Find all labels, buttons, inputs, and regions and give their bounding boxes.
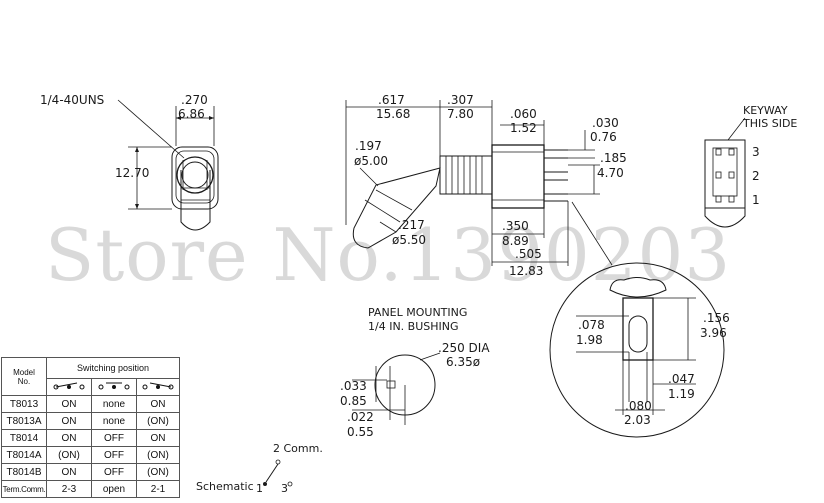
front-view: .270 6.86 1/4-40UNS 12.70 <box>40 93 219 231</box>
side-d4-in: .030 <box>592 116 619 130</box>
detail-a-in: .156 <box>703 311 730 325</box>
switching-table: Model No. Switching position T8013 ON no… <box>1 357 180 498</box>
table-cell: 2-1 <box>136 480 180 498</box>
table-cell: ON <box>136 429 180 447</box>
detail-view: .156 3.96 .078 1.98 .047 1.19 .080 2.03 <box>549 262 730 438</box>
side-d6-mm: ø5.00 <box>354 154 388 168</box>
schematic-label: Schematic <box>196 480 254 493</box>
front-width-mm: 6.86 <box>178 107 205 121</box>
schematic-t3: 3 <box>281 482 288 495</box>
side-d5-mm: 4.70 <box>597 166 624 180</box>
table-row: Term.Comm. 2-3 open 2-1 <box>1 480 180 498</box>
table-cell: ON <box>46 395 92 413</box>
panel-dia-in: .250 DIA <box>438 341 490 355</box>
front-width-in: .270 <box>181 93 208 107</box>
table-cell: (ON) <box>136 446 180 464</box>
table-cell: open <box>91 480 137 498</box>
panel-k2-in: .022 <box>347 410 374 424</box>
table-cell: T8014 <box>1 429 47 447</box>
side-d5-in: .185 <box>600 151 627 165</box>
header-model-2: No. <box>17 376 31 386</box>
table-header-row: Model No. Switching position <box>1 357 180 396</box>
side-d7-mm: ø5.50 <box>392 233 426 247</box>
table-cell: none <box>91 395 137 413</box>
detail-e-in: .080 <box>625 399 652 413</box>
table-cell: ON <box>46 463 92 481</box>
panel-k2-mm: 0.55 <box>347 425 374 439</box>
panel-k1-in: .033 <box>340 379 367 393</box>
side-d2-in: .307 <box>447 93 474 107</box>
panel-mounting: PANEL MOUNTING 1/4 IN. BUSHING .250 DIA … <box>340 306 490 439</box>
side-d9-mm: 12.83 <box>509 264 543 278</box>
table-cell: T8014A <box>1 446 47 464</box>
detail-c-in: .047 <box>668 372 695 386</box>
switch-position-icon <box>46 378 92 396</box>
table-cell: (ON) <box>136 463 180 481</box>
side-d4-mm: 0.76 <box>590 130 617 144</box>
side-d3-in: .060 <box>510 107 537 121</box>
panel-title-1: PANEL MOUNTING <box>368 306 467 319</box>
table-icon-row <box>2 378 180 396</box>
table-cell: OFF <box>91 463 137 481</box>
pin-1: 1 <box>752 193 760 207</box>
side-d7-in: .217 <box>398 218 425 232</box>
table-row: T8013A ON none (ON) <box>1 412 180 430</box>
table-cell: OFF <box>91 429 137 447</box>
table-cell: (ON) <box>46 446 92 464</box>
table-cell: Term.Comm. <box>1 480 47 498</box>
thread-label: 1/4-40UNS <box>40 93 104 107</box>
watermark-text: Store No.1390203 <box>45 213 731 297</box>
keyway-label-2: THIS SIDE <box>742 117 797 130</box>
table-cell: OFF <box>91 446 137 464</box>
side-d3-mm: 1.52 <box>510 121 537 135</box>
table-cell: ON <box>46 429 92 447</box>
side-d9-in: .505 <box>515 247 542 261</box>
side-d8-mm: 8.89 <box>502 234 529 248</box>
keyway-label-1: KEYWAY <box>743 104 788 117</box>
keyway-view: KEYWAY THIS SIDE 3 2 1 <box>704 104 797 228</box>
table-cell: ON <box>136 395 180 413</box>
table-cell: T8014B <box>1 463 47 481</box>
header-switching: Switching position <box>46 357 180 379</box>
pin-2: 2 <box>752 169 760 183</box>
table-row: T8014 ON OFF ON <box>1 429 180 447</box>
schematic: Schematic 2 Comm. 1 3 <box>196 442 323 495</box>
table-row: T8014B ON OFF (ON) <box>1 463 180 481</box>
detail-b-mm: 1.98 <box>576 333 603 347</box>
detail-c-mm: 1.19 <box>668 387 695 401</box>
detail-b-in: .078 <box>578 318 605 332</box>
front-height-mm: 12.70 <box>115 166 149 180</box>
side-view: .617 15.68 .307 7.80 .060 1.52 .030 0.76… <box>345 93 627 278</box>
switch-position-icon <box>136 378 180 396</box>
table-row: T8014A (ON) OFF (ON) <box>1 446 180 464</box>
detail-e-mm: 2.03 <box>624 413 651 427</box>
header-model: Model No. <box>1 357 47 396</box>
table-cell: ON <box>46 412 92 430</box>
pin-3: 3 <box>752 145 760 159</box>
switch-position-icon <box>91 378 137 396</box>
header-model-1: Model <box>13 367 35 377</box>
side-d1-in: .617 <box>378 93 405 107</box>
side-d8-in: .350 <box>502 219 529 233</box>
side-d2-mm: 7.80 <box>447 107 474 121</box>
panel-dia-mm: 6.35ø <box>446 355 480 369</box>
table-cell: none <box>91 412 137 430</box>
table-cell: 2-3 <box>46 480 92 498</box>
side-d1-mm: 15.68 <box>376 107 410 121</box>
table-row: T8013 ON none ON <box>1 395 180 413</box>
detail-a-mm: 3.96 <box>700 326 727 340</box>
table-cell: T8013A <box>1 412 47 430</box>
table-cell: (ON) <box>136 412 180 430</box>
panel-title-2: 1/4 IN. BUSHING <box>368 320 459 333</box>
schematic-t1: 1 <box>256 482 263 495</box>
schematic-comm: 2 Comm. <box>273 442 323 455</box>
panel-k1-mm: 0.85 <box>340 394 367 408</box>
table-cell: T8013 <box>1 395 47 413</box>
side-d6-in: .197 <box>355 139 382 153</box>
